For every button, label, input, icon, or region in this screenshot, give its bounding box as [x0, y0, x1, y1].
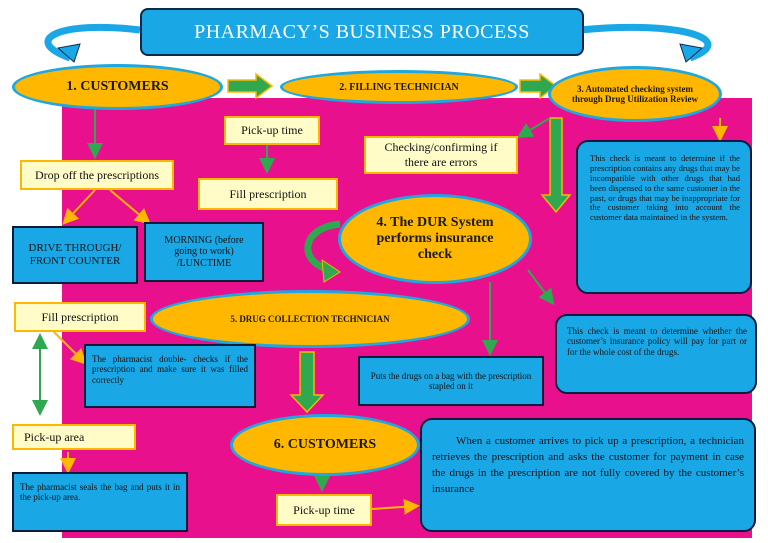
- box-bag: Puts the drugs on a bag with the prescri…: [358, 356, 544, 406]
- node-automated-checking: 3. Automated checking system through Dru…: [548, 66, 722, 122]
- node-dur-system: 4. The DUR System performs insurance che…: [338, 194, 532, 284]
- box-dur-explanation: This check is meant to determine if the …: [576, 140, 752, 294]
- box-insurance-explanation: This check is meant to determine whether…: [555, 314, 757, 394]
- box-seals: The pharmacist seals the bag and puts it…: [12, 472, 188, 532]
- node-customers-6: 6. CUSTOMERS: [230, 414, 420, 476]
- arrow-dur-to-collection-head: [321, 259, 341, 283]
- label-pickup-area: Pick-up area: [12, 424, 136, 450]
- label-fill-prescription-top: Fill prescription: [198, 178, 338, 210]
- box-drive-through: DRIVE THROUGH/ FRONT COUNTER: [12, 226, 138, 284]
- node-drug-collection: 5. DRUG COLLECTION TECHNICIAN: [150, 290, 470, 348]
- label-fill-prescription-left: Fill prescription: [14, 302, 146, 332]
- box-double-check: The pharmacist double- checks if the pre…: [84, 344, 256, 408]
- label-drop-off: Drop off the prescriptions: [20, 160, 174, 190]
- arrow-drug-collection-to-customers: [289, 351, 325, 414]
- title-left-curve-arrowhead: [56, 43, 81, 63]
- title-left-curve-arrow: [44, 23, 141, 62]
- label-checking-confirming: Checking/confirming if there are errors: [364, 136, 518, 174]
- box-pickup-explanation: When a customer arrives to pick up a pre…: [420, 418, 756, 532]
- label-pickup-time-bottom: Pick-up time: [276, 494, 372, 526]
- label-pickup-time-top: Pick-up time: [224, 116, 320, 145]
- box-morning: MORNING (before going to work) /LUNCTIME: [144, 222, 264, 282]
- page-title: PHARMACY’S BUSINESS PROCESS: [140, 8, 584, 56]
- node-filling-technician: 2. FILLING TECHNICIAN: [280, 70, 518, 104]
- arrow-dur-to-collection: [304, 220, 341, 274]
- arrow-customers-to-filling: [227, 72, 274, 100]
- node-customers-1: 1. CUSTOMERS: [12, 64, 223, 110]
- title-right-curve-arrowhead: [679, 43, 704, 63]
- arrow-automated-to-dur: [540, 117, 572, 214]
- title-right-curve-arrow: [579, 23, 712, 62]
